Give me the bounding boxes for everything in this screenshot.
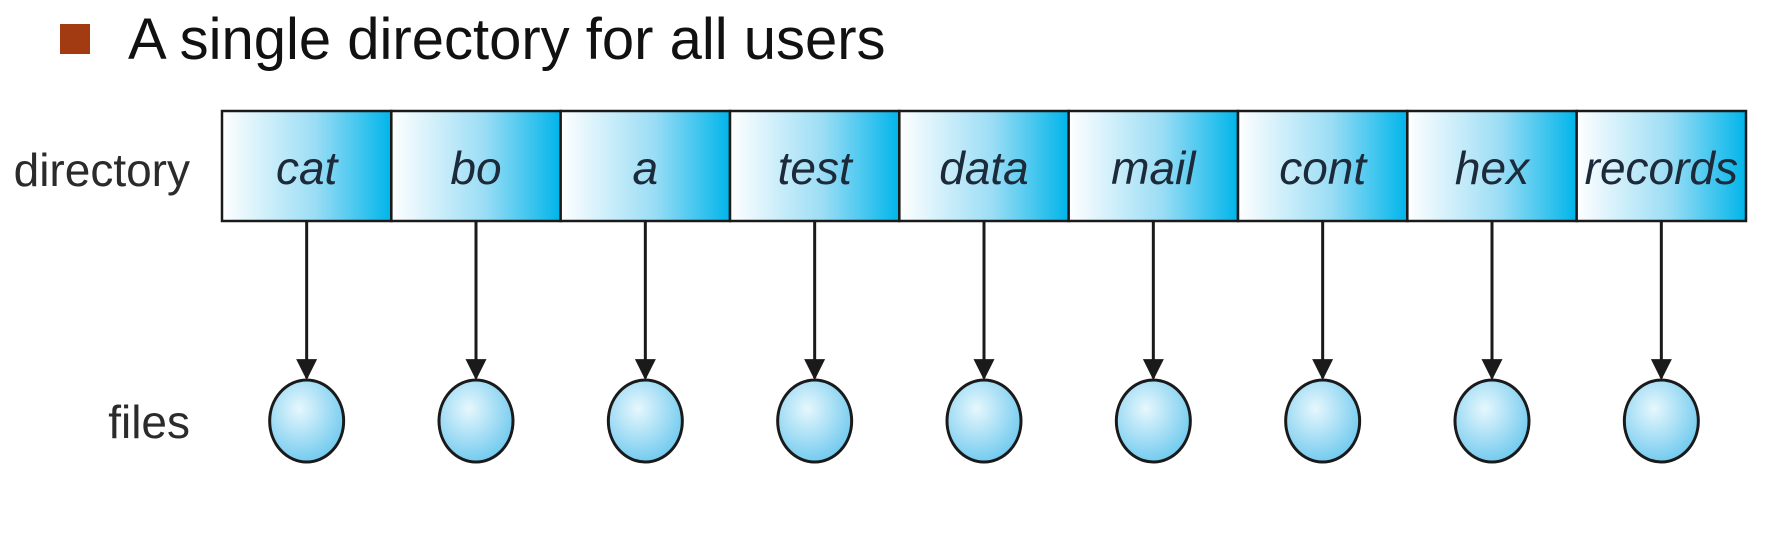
entry-label: hex bbox=[1455, 142, 1531, 194]
square-bullet-icon bbox=[60, 24, 90, 54]
directory-entries: cat bo a test data mail cont hex records bbox=[220, 109, 1748, 223]
directory-entry-records: records bbox=[1575, 109, 1748, 223]
directory-label: directory bbox=[14, 144, 190, 196]
directory-cell bbox=[1236, 109, 1409, 223]
file-node-icon bbox=[776, 378, 854, 464]
file-node-icon bbox=[1114, 378, 1192, 464]
page-title: A single directory for all users bbox=[128, 6, 886, 72]
file-node-icon bbox=[606, 378, 684, 464]
directory-entry-cont: cont bbox=[1236, 109, 1409, 223]
entry-label: bo bbox=[450, 142, 501, 194]
directory-cell bbox=[728, 109, 901, 223]
entry-label: test bbox=[778, 142, 854, 194]
file-node-icon bbox=[1284, 378, 1362, 464]
directory-entry-hex: hex bbox=[1406, 109, 1578, 223]
file-nodes bbox=[268, 378, 1700, 464]
entry-label: a bbox=[633, 142, 659, 194]
directory-entry-mail: mail bbox=[1067, 109, 1240, 223]
file-node-icon bbox=[1453, 378, 1531, 464]
file-node-icon bbox=[945, 378, 1023, 464]
directory-entry-data: data bbox=[898, 109, 1070, 223]
directory-cell bbox=[898, 109, 1070, 223]
file-node-icon bbox=[1622, 378, 1700, 464]
files-label: files bbox=[108, 396, 190, 448]
entry-label: mail bbox=[1111, 142, 1197, 194]
directory-entry-test: test bbox=[728, 109, 901, 223]
directory-entry-cat: cat bbox=[220, 109, 393, 223]
file-node-icon bbox=[268, 378, 346, 464]
directory-entry-a: a bbox=[559, 109, 732, 223]
directory-cell bbox=[1067, 109, 1240, 223]
entry-label: records bbox=[1585, 142, 1738, 194]
directory-entry-bo: bo bbox=[390, 109, 562, 223]
entry-label: data bbox=[939, 142, 1029, 194]
file-node-icon bbox=[437, 378, 515, 464]
entry-label: cont bbox=[1279, 142, 1368, 194]
directory-cell bbox=[1406, 109, 1578, 223]
entry-arrows bbox=[296, 221, 1672, 381]
bullet-item: A single directory for all users bbox=[60, 4, 886, 74]
entry-label: cat bbox=[276, 142, 340, 194]
